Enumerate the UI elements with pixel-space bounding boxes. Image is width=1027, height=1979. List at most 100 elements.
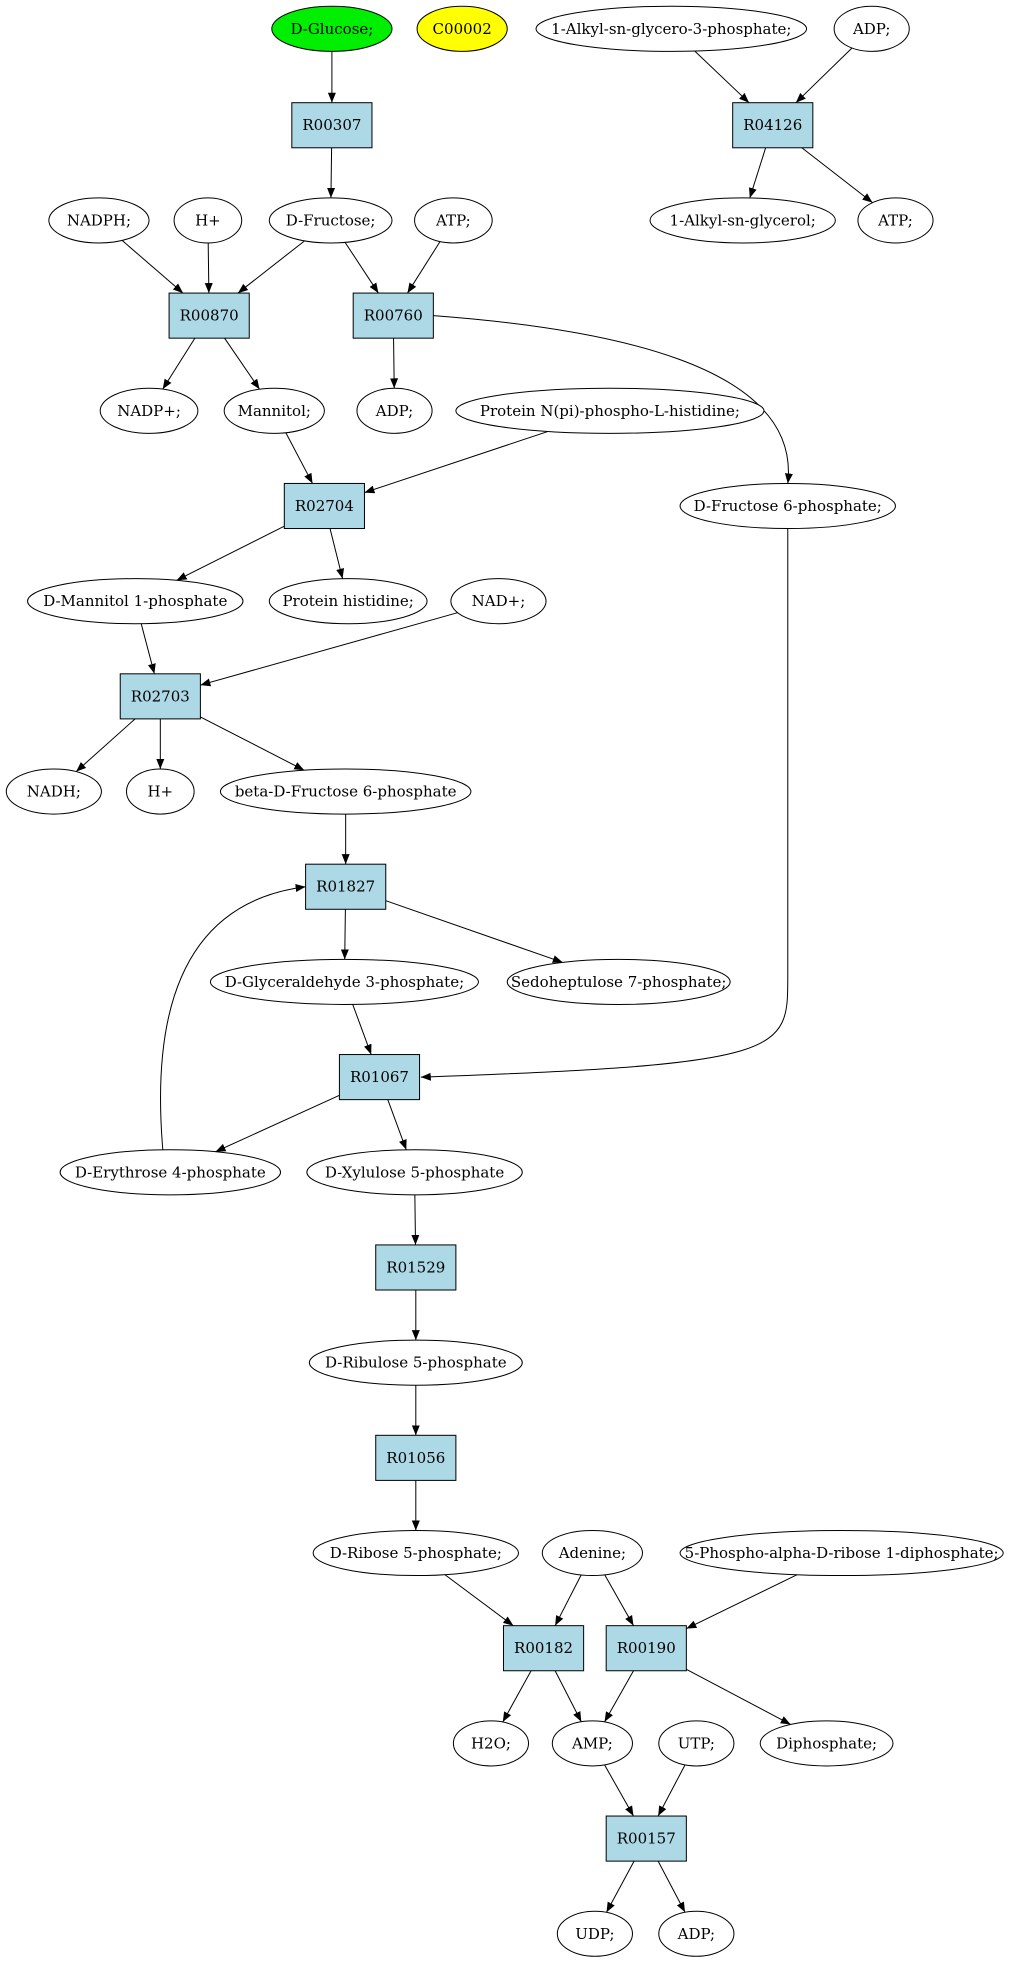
- compound-node-adp2[interactable]: ADP;: [356, 387, 433, 434]
- edge-r00760-to-dfructose6p: [433, 315, 793, 484]
- node-label: D-Glucose;: [290, 20, 373, 38]
- edge-r00157-to-udp: [606, 1860, 635, 1913]
- node-label: UTP;: [678, 1734, 715, 1752]
- reaction-node-r02704[interactable]: R02704: [283, 482, 365, 530]
- compound-ellipse: [27, 578, 244, 625]
- compound-node-diphosphate[interactable]: Diphosphate;: [759, 1720, 894, 1767]
- reaction-node-r00157[interactable]: R00157: [605, 1815, 687, 1862]
- reaction-node-r01827[interactable]: R01827: [305, 863, 387, 910]
- reaction-node-r01056[interactable]: R01056: [375, 1434, 457, 1481]
- node-label: Adenine;: [558, 1544, 626, 1562]
- compound-node-mannitol[interactable]: Mannitol;: [223, 387, 325, 434]
- compound-ellipse: [308, 1339, 523, 1386]
- reaction-node-r00870[interactable]: R00870: [168, 292, 250, 339]
- compound-node-nadph[interactable]: NADPH;: [48, 197, 150, 244]
- edge-r00307-to-dfructose: [327, 147, 336, 198]
- reaction-box: [375, 1434, 457, 1481]
- compound-node-dxylulose5p[interactable]: D-Xylulose 5-phosphate: [306, 1149, 523, 1196]
- reaction-node-r02703[interactable]: R02703: [119, 673, 201, 720]
- compound-node-adp_top[interactable]: ADP;: [833, 5, 910, 52]
- node-label: R01827: [316, 878, 375, 896]
- node-label: NADP+;: [117, 402, 181, 420]
- edge-r01827-to-dga3p: [340, 909, 349, 960]
- node-label: D-Erythrose 4-phosphate: [75, 1163, 266, 1181]
- compound-node-nadpplus[interactable]: NADP+;: [99, 387, 199, 434]
- edge-r00190-to-amp: [604, 1670, 634, 1723]
- edge-r00760-to-adp2: [390, 338, 399, 389]
- compound-node-nadplus[interactable]: NAD+;: [450, 578, 547, 625]
- compound-ellipse: [99, 387, 199, 434]
- node-label: ADP;: [677, 1925, 715, 1943]
- compound-node-alkylg3p[interactable]: 1-Alkyl-sn-glycero-3-phosphate;: [535, 5, 808, 52]
- node-label: H2O;: [471, 1734, 511, 1752]
- compound-node-dglucose[interactable]: D-Glucose;: [271, 5, 393, 52]
- compound-ellipse: [223, 387, 325, 434]
- compound-node-atp2[interactable]: ATP;: [857, 197, 934, 244]
- compound-node-dribulose5p[interactable]: D-Ribulose 5-phosphate: [308, 1339, 523, 1386]
- reaction-box: [283, 482, 365, 530]
- compound-node-dribose5p[interactable]: D-Ribose 5-phosphate;: [312, 1529, 520, 1577]
- compound-node-sedo7p[interactable]: Sedoheptulose 7-phosphate;: [506, 958, 731, 1005]
- compound-node-alkylglycerol[interactable]: 1-Alkyl-sn-glycerol;: [649, 197, 836, 244]
- node-label: ATP;: [435, 211, 471, 229]
- edge-adp_top-to-r04126: [795, 47, 853, 104]
- compound-node-atp1[interactable]: ATP;: [414, 197, 493, 244]
- reaction-box: [375, 1244, 457, 1291]
- reaction-node-r04126[interactable]: R04126: [732, 102, 814, 149]
- compound-node-adenine[interactable]: Adenine;: [541, 1529, 644, 1577]
- reaction-box: [502, 1625, 585, 1672]
- compound-node-h2o[interactable]: H2O;: [452, 1720, 530, 1767]
- compound-ellipse: [312, 1529, 520, 1577]
- compound-node-hplus1[interactable]: H+: [173, 197, 243, 244]
- compound-node-hplus2[interactable]: H+: [125, 768, 195, 815]
- node-label: R00307: [302, 116, 361, 134]
- reaction-node-r01529[interactable]: R01529: [375, 1244, 457, 1291]
- edge-adenine-to-r00190: [604, 1574, 634, 1626]
- compound-node-protein_phospho[interactable]: Protein N(pi)-phospho-L-histidine;: [455, 387, 765, 434]
- reaction-node-r01067[interactable]: R01067: [338, 1054, 421, 1101]
- compound-node-derythrose4p[interactable]: D-Erythrose 4-phosphate: [59, 1149, 282, 1196]
- compound-node-amp[interactable]: AMP;: [551, 1720, 633, 1767]
- compound-node-protein_histidine[interactable]: Protein histidine;: [268, 578, 428, 625]
- reaction-node-r00760[interactable]: R00760: [352, 292, 434, 339]
- edge-r01067-to-derythrose4p: [215, 1094, 340, 1153]
- reaction-box: [352, 292, 434, 339]
- compound-node-dga3p[interactable]: D-Glyceraldehyde 3-phosphate;: [209, 958, 479, 1005]
- compound-node-udp[interactable]: UDP;: [556, 1910, 633, 1957]
- node-label: R01067: [350, 1068, 409, 1086]
- node-label: R00870: [180, 307, 239, 325]
- compound-ellipse: [450, 578, 547, 625]
- compound-ellipse: [556, 1910, 633, 1957]
- compound-node-prpp[interactable]: 5-Phospho-alpha-D-ribose 1-diphosphate;: [679, 1529, 1004, 1577]
- node-label: UDP;: [575, 1925, 614, 1943]
- node-label: D-Mannitol 1-phosphate: [43, 592, 227, 610]
- compound-node-dfructose6p[interactable]: D-Fructose 6-phosphate;: [679, 482, 896, 530]
- compound-ellipse: [173, 197, 243, 244]
- compound-node-c00002[interactable]: C00002: [416, 5, 508, 52]
- node-label: R00157: [617, 1830, 676, 1848]
- edge-atp1-to-r00760: [407, 241, 441, 294]
- compound-ellipse: [209, 958, 479, 1005]
- node-label: R01056: [386, 1449, 445, 1467]
- compound-ellipse: [59, 1149, 282, 1196]
- reaction-node-r00182[interactable]: R00182: [502, 1625, 585, 1672]
- compound-node-betadf6p[interactable]: beta-D-Fructose 6-phosphate: [219, 768, 472, 815]
- node-label: 1-Alkyl-sn-glycero-3-phosphate;: [551, 20, 791, 38]
- reaction-node-r00190[interactable]: R00190: [605, 1625, 687, 1672]
- compound-node-adp3[interactable]: ADP;: [658, 1910, 735, 1957]
- reaction-node-r00307[interactable]: R00307: [291, 102, 373, 149]
- edge-dmannitol1p-to-r02703: [140, 623, 156, 674]
- edge-r02703-to-betadf6p: [200, 716, 305, 771]
- compound-node-dmannitol1p[interactable]: D-Mannitol 1-phosphate: [27, 578, 244, 625]
- node-label: Diphosphate;: [776, 1734, 877, 1752]
- compound-ellipse: [535, 5, 808, 52]
- edge-prpp-to-r00190: [686, 1574, 798, 1630]
- edge-r02703-to-nadh: [75, 718, 136, 772]
- node-label: D-Ribulose 5-phosphate: [325, 1354, 507, 1372]
- compound-node-utp[interactable]: UTP;: [658, 1720, 735, 1767]
- reaction-box: [605, 1815, 687, 1862]
- compound-node-nadh[interactable]: NADH;: [5, 768, 102, 815]
- node-label: H+: [195, 211, 221, 229]
- reaction-box: [305, 863, 387, 910]
- compound-node-dfructose[interactable]: D-Fructose;: [268, 197, 393, 244]
